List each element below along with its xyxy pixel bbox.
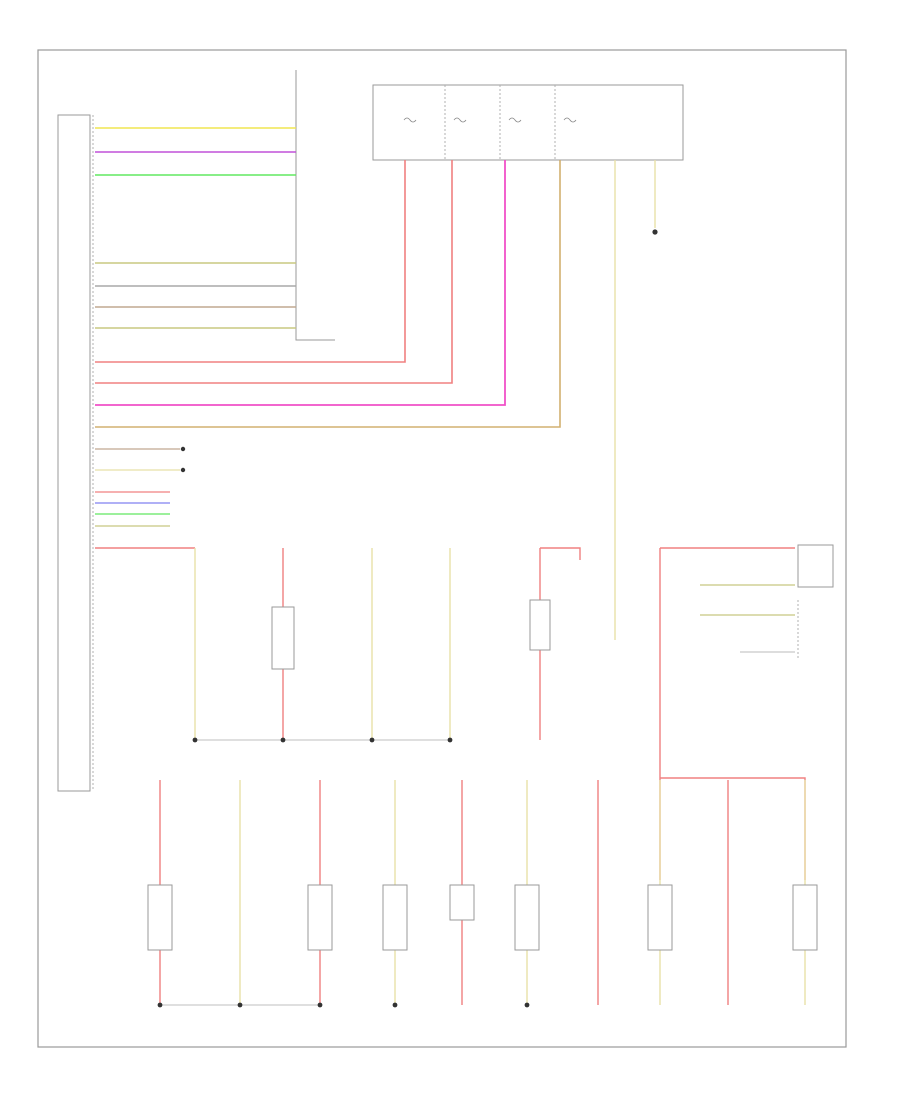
components [147,599,818,951]
body-control-module-connector [57,114,91,792]
nodes [157,229,658,1008]
bottom-switch-module [449,884,475,921]
bottom-ground-node-2 [237,1002,243,1008]
stub-node-1 [180,446,186,452]
fuse-symbols [403,117,577,123]
wires [95,127,806,1006]
bottom-ground-node-5 [524,1002,530,1008]
mid-ground-node-1 [192,737,198,743]
mid-ground-node-4 [447,737,453,743]
fuse-icon-3 [508,117,522,123]
bottom-ground-node-3 [317,1002,323,1008]
stub-node-2 [180,467,186,473]
relay-module-box [797,544,834,588]
mid-lamp-module-1 [271,606,295,670]
bottom-ground-node-1 [157,1002,163,1008]
mid-ground-node-3 [369,737,375,743]
fuse-icon-1 [403,117,417,123]
fuse-feed-wire-3 [95,160,506,406]
bottom-lamp-module-1 [147,884,173,951]
fuse-icon-4 [563,117,577,123]
fuse-icon-2 [453,117,467,123]
bottom-lamp-module-6 [792,884,818,951]
bottom-lamp-module-3 [382,884,408,951]
junction-box-outline [295,70,335,341]
right-trunk-branch [660,777,806,880]
bottom-lamp-module-4 [514,884,540,951]
fuse-feed-wire-4 [95,160,561,428]
mid-lamp-module-2 [529,599,551,651]
fuse-box [372,84,684,161]
diagram-frame [37,49,847,1048]
fuse-feed-wire-2 [95,160,453,384]
ground-node [652,229,658,235]
bottom-lamp-module-2 [307,884,333,951]
mid-red-jumper [540,547,581,560]
bottom-lamp-module-5 [647,884,673,951]
bottom-ground-node-4 [392,1002,398,1008]
fuse-feed-wire-1 [95,160,406,363]
mid-ground-node-2 [280,737,286,743]
